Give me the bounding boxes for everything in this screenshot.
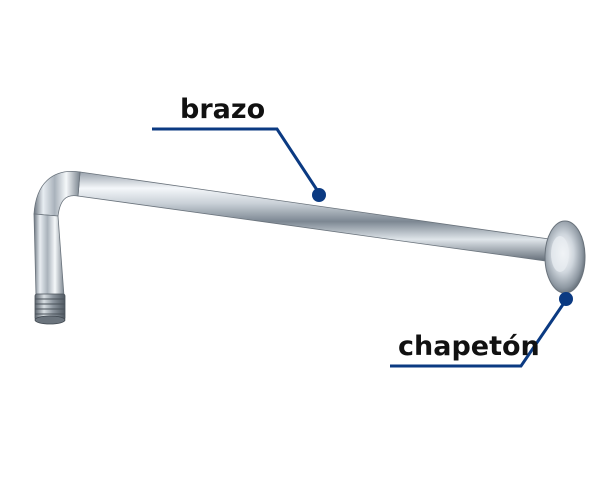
label-arm: brazo	[180, 94, 265, 125]
label-flange: chapetón	[398, 331, 540, 362]
arm-pipe	[77, 171, 557, 263]
callout-flange: chapetón	[390, 292, 573, 368]
callout-arm: brazo	[152, 94, 326, 202]
callout-arm-leader	[152, 127, 321, 194]
callout-flange-dot	[559, 292, 573, 306]
arm-elbow	[33, 171, 81, 217]
callout-arm-dot	[312, 188, 326, 202]
flange	[544, 220, 586, 294]
arm-drop	[33, 213, 65, 297]
shower-arm	[33, 171, 586, 325]
threaded-end	[34, 293, 66, 325]
callout-flange-leader	[390, 299, 568, 368]
